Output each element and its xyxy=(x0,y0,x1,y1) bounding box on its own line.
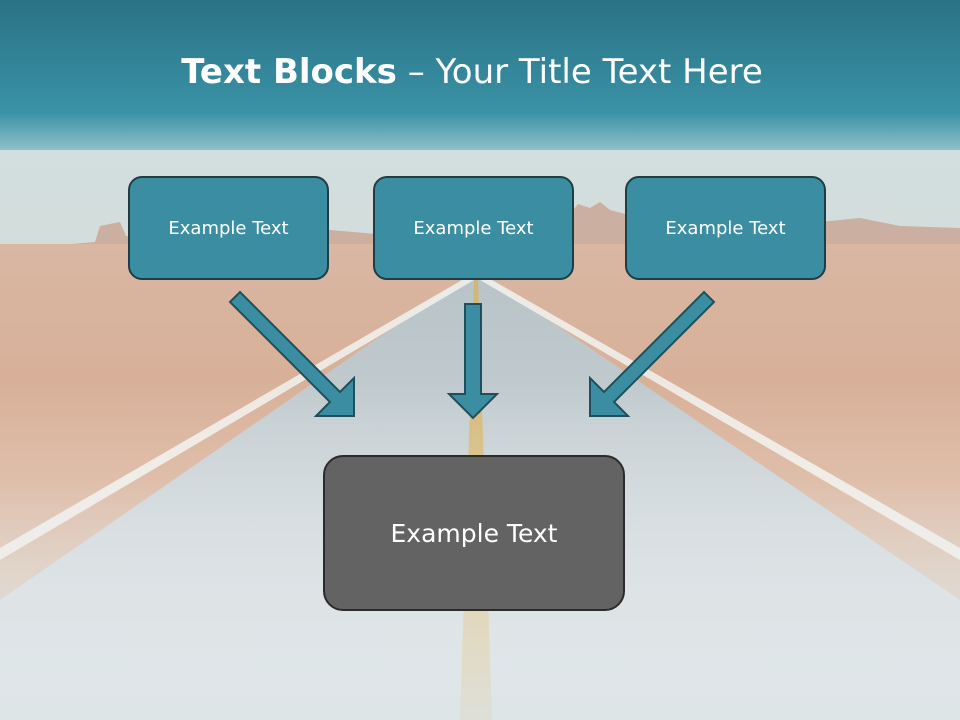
text-block-3-label: Example Text xyxy=(665,217,786,239)
title-rest: Your Title Text Here xyxy=(435,52,763,92)
title-dash: – xyxy=(407,52,425,92)
arrow-right-diagonal xyxy=(589,290,716,417)
text-block-2-label: Example Text xyxy=(413,217,534,239)
text-block-1[interactable]: Example Text xyxy=(128,176,329,280)
title-bold-part: Text Blocks xyxy=(181,52,397,92)
text-block-1-label: Example Text xyxy=(168,217,289,239)
arrow-left-diagonal xyxy=(228,290,355,417)
text-block-2[interactable]: Example Text xyxy=(373,176,574,280)
main-text-block-label: Example Text xyxy=(390,518,558,548)
arrow-center-down xyxy=(446,303,500,420)
text-block-3[interactable]: Example Text xyxy=(625,176,826,280)
main-text-block[interactable]: Example Text xyxy=(323,455,625,611)
slide-title: Text Blocks – Your Title Text Here xyxy=(0,52,944,92)
